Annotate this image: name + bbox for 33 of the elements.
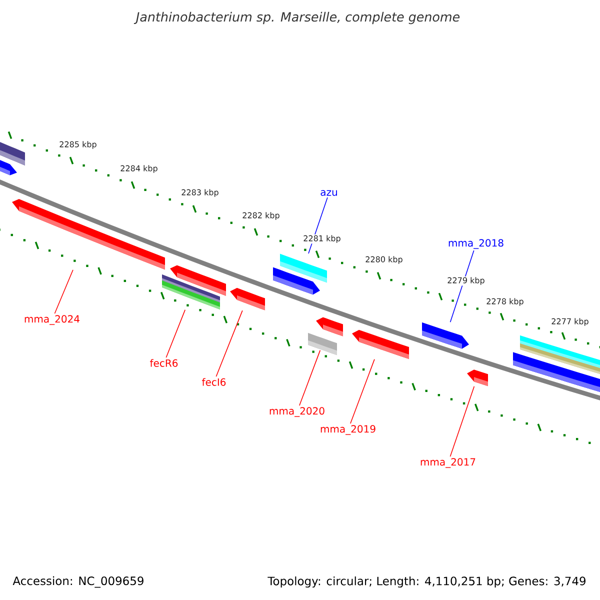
genome-info-text: Topology: circular; Length: 4,110,251 bp; Genes: 3,749 bbox=[268, 576, 586, 588]
gene-label: fecI6 bbox=[202, 378, 226, 386]
gene-label: mma_2024 bbox=[24, 315, 80, 325]
scale-label: 2277 kbp bbox=[550, 317, 590, 327]
gene-label: mma_2018 bbox=[448, 239, 504, 249]
scale-label: 2285 kbp bbox=[58, 140, 98, 150]
scale-label: 2278 kbp bbox=[485, 297, 525, 307]
gene-label: mma_2020 bbox=[270, 407, 324, 417]
scale-label: 2282 kbp bbox=[241, 211, 281, 221]
leader-line bbox=[350, 358, 375, 424]
gene-feature bbox=[280, 254, 327, 283]
gene-feature bbox=[162, 280, 220, 310]
gene-feature bbox=[352, 330, 409, 360]
leader-line bbox=[450, 250, 474, 323]
gene-feature bbox=[467, 370, 488, 386]
gene-feature bbox=[422, 322, 469, 349]
gene-label: mma_2017 bbox=[420, 458, 476, 468]
scale-label: 2283 kbp bbox=[180, 188, 220, 198]
scale-label: 2280 kbp bbox=[364, 255, 404, 265]
gene-feature bbox=[12, 198, 165, 270]
title: Janthinobacterium sp. Marseille, complete genome bbox=[134, 12, 460, 24]
gene-feature bbox=[308, 332, 337, 356]
scale-label: 2281 kbp bbox=[302, 234, 342, 244]
accession-text: Accession: NC_009659 bbox=[12, 576, 144, 588]
scale-label: 2279 kbp bbox=[446, 276, 486, 286]
scale-label: 2284 kbp bbox=[119, 164, 159, 174]
leader-line bbox=[299, 350, 321, 406]
gene-label: mma_2019 bbox=[320, 425, 376, 435]
gene-label: azu bbox=[320, 190, 337, 196]
gene-label: fecR6 bbox=[150, 359, 178, 367]
gene-feature bbox=[230, 288, 265, 310]
leader-line bbox=[450, 386, 475, 457]
leader-line bbox=[216, 310, 243, 377]
